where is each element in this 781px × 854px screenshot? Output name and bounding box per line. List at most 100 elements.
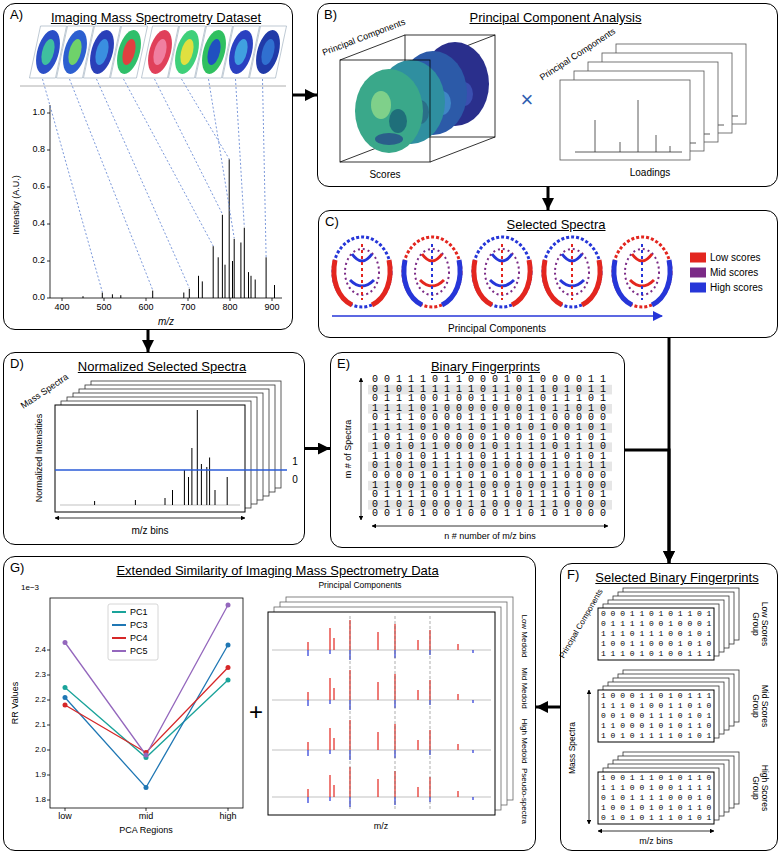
operator-symbol: ×: [521, 88, 534, 112]
panel-letter: B): [324, 8, 337, 23]
axis-title: n # number of m/z bins: [444, 532, 536, 542]
axis-tick: 2.3: [35, 671, 46, 680]
group-label: Low Scores Group: [751, 598, 770, 650]
axis-tick: 0.2: [32, 256, 45, 266]
medoid-spectra-stack: [268, 597, 513, 815]
axis-tick: high: [219, 812, 236, 822]
flow-arrow: [547, 187, 550, 210]
row-label: Mid Medoid: [520, 667, 529, 708]
axis-title: Mass Spectra: [568, 722, 577, 774]
panel-letter: E): [337, 357, 350, 372]
panel-header: F) Selected Binary Fingerprints: [561, 568, 777, 586]
axis-tick: mid: [139, 812, 154, 822]
row-label: Pseudo-spectra: [520, 768, 529, 824]
legend-item: PC4: [112, 633, 148, 643]
binary-row: 1 1 1 1 0 1 0 1 1 0 1 0 1 0 1 0 0 1 0 1: [372, 423, 606, 433]
binary-row: 1 0 0 0 1 1 0 1 0 1 1 1: [601, 692, 711, 700]
axis-title: m/z: [374, 822, 389, 832]
binary-row: 0 1 1 1 1 0 0 1 0 0 0 1: [601, 620, 711, 628]
panel-title: Extended Similarity of Imaging Mass Spec…: [116, 563, 438, 578]
row-label: High Medoid: [520, 719, 529, 764]
legend-text: Mid scores: [710, 267, 758, 278]
panel-box: D)Normalized Selected Spectra: [3, 352, 305, 545]
legend-item: High scores: [690, 282, 763, 293]
binary-row: 0 0 0 0 1 0 1 1 0 1 0 1 0 1 1 1 0 0 0 0: [372, 471, 606, 481]
panel-letter: A): [10, 8, 23, 23]
binary-row: 1 0 0 1 1 0 0 0 1 0 1 0: [601, 640, 711, 648]
axis-tick: 2.0: [35, 746, 46, 755]
threshold-value: 0: [292, 474, 298, 485]
axis-label: Principal Components: [318, 581, 401, 590]
panel-title: Imaging Mass Spectrometry Dataset: [51, 10, 261, 25]
legend-text: PC4: [130, 633, 148, 643]
binary-row: 1 1 1 0 1 0 1 0 0 1 1 1: [601, 650, 711, 658]
fingerprint-stacks: [589, 588, 739, 831]
legend-item: PC1: [112, 607, 148, 617]
axis-label: Mass Spectra: [19, 373, 70, 412]
panel-title: Principal Component Analysis: [470, 10, 642, 25]
flow-arrow: [147, 330, 150, 352]
legend-swatch: [690, 267, 706, 277]
legend-item: Low scores: [690, 252, 761, 263]
panel-title: Selected Binary Fingerprints: [595, 570, 758, 585]
axis-tick: 800: [222, 303, 237, 313]
binary-row: 0 1 0 1 1 1 1 1 1 0 1 1 0 1 1 0 1 0 1 1: [372, 385, 606, 395]
axis-tick: 600: [138, 303, 153, 313]
axis-tick: 2.1: [35, 721, 46, 730]
rr-chart: [47, 598, 243, 811]
axis-tick: 400: [54, 303, 69, 313]
panel-header: E) Binary Fingerprints: [331, 357, 624, 375]
panel-letter: F): [567, 568, 579, 583]
axis-tick: 500: [96, 303, 111, 313]
threshold-value: 1: [292, 456, 298, 467]
axis-title: RR Values: [11, 682, 21, 724]
binary-row: 0 1 1 1 0 0 1 0 0 1 1 1 0 1 0 1 1 1 0 1: [372, 394, 606, 404]
binary-row: 1 0 0 1 1 1 0 1 0 1 1 0: [601, 774, 711, 782]
binary-row: 1 1 1 1 0 1 0 0 0 0 0 0 0 1 0 1 1 0 1 0: [372, 404, 606, 414]
legend-item: PC3: [112, 620, 148, 630]
axis-title: Intensity (A.U.): [12, 175, 22, 235]
axis-label: Principal Components: [448, 323, 546, 334]
legend-item: PC5: [112, 646, 148, 656]
binary-row: 0 0 1 1 1 0 1 1 0 0 0 1 0 1 0 0 0 0 1 1: [372, 375, 606, 385]
binary-row: 0 1 0 1 0 0 0 0 1 1 0 0 0 1 1 1 0 0 0 0: [372, 500, 606, 510]
binary-row: 1 0 1 0 1 1 0 0 0 1 0 1 1 1 1 0 1 1 1 0: [372, 442, 606, 452]
binary-row: 0 0 1 0 0 1 1 1 0 1 0 1: [601, 712, 711, 720]
legend-swatch: [112, 637, 126, 639]
axis-tick: 0.0: [32, 293, 45, 303]
loadings-stack: [560, 44, 746, 160]
legend-text: PC3: [130, 620, 148, 630]
axis-title: m # of Spectra: [344, 420, 354, 479]
binary-row: 0 1 0 1 0 1 1 1 0 0 1 0 0 0 0 1 1 1 1 1: [372, 461, 606, 471]
panel-header: G)Extended Similarity of Imaging Mass Sp…: [4, 561, 535, 579]
panel-header: D)Normalized Selected Spectra: [4, 357, 304, 375]
axis-label: Principal Components: [319, 17, 408, 59]
panel-title: Selected Spectra: [506, 217, 605, 232]
binary-row: 0 1 1 1 1 0 1 1 1 0 1 1 0 1 1 1 0 1 0 1: [372, 490, 606, 500]
axis-title: Normalized Intensities: [35, 414, 45, 503]
axis-title: m/z bins: [131, 525, 168, 536]
binary-row: 0 0 1 0 1 0 0 1 0 0 0 1 1 0 1 0 1 0 0 0: [372, 509, 606, 519]
binary-row: 1 1 1 0 1 0 0 1 1 0 1 0: [601, 702, 711, 710]
binary-row: 0 1 0 1 1 1 1 0 0 0 1 0: [601, 794, 711, 802]
panel-box: A) Imaging Mass Spectrometry Dataset: [3, 3, 293, 330]
spectra-stack: [55, 381, 287, 518]
panel-letter: C): [325, 215, 339, 230]
binary-row: 1 0 1 1 0 0 0 0 0 0 1 0 0 1 0 1 0 1 0 1: [372, 433, 606, 443]
axis-tick: 1.0: [32, 108, 45, 118]
operator-symbol: +: [249, 699, 263, 725]
axis-scale: 1e−3: [21, 584, 39, 593]
spectrum-plot: [43, 79, 283, 301]
axis-tick: 0.8: [32, 145, 45, 155]
ion-image-tiles: [20, 26, 287, 86]
binary-row: 1 1 0 0 1 0 0 0 1 0 0 0 1 0 0 1 1 1 0 0: [372, 481, 606, 491]
group-label: High Scores Group: [751, 762, 770, 814]
legend-swatch: [690, 282, 706, 292]
axis-tick: 700: [180, 303, 195, 313]
panel-title: Binary Fingerprints: [431, 359, 540, 374]
score-maps: [332, 236, 672, 316]
binary-row: 1 1 0 1 0 1 1 1 1 0 1 1 1 1 1 1 0 1 0 1: [372, 452, 606, 462]
axis-title: m/z bins: [639, 837, 673, 847]
fingerprint-grid: [361, 378, 612, 526]
binary-row: 0 1 0 1 0 1 1 1 0 1 0 1: [601, 814, 711, 822]
